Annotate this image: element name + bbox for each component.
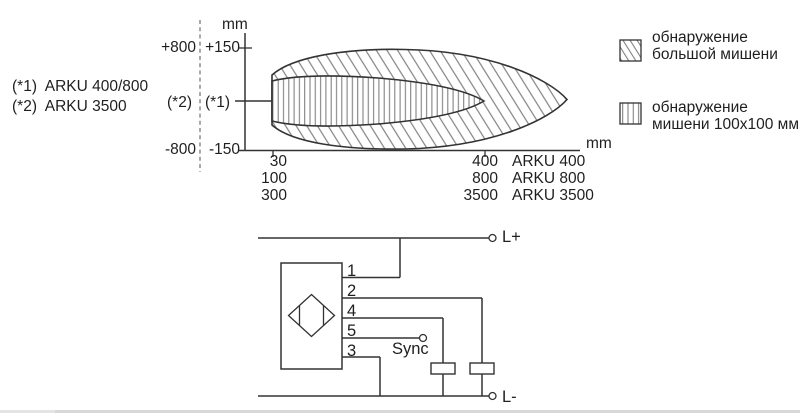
load-resistor-1 bbox=[430, 362, 456, 375]
x-near-tick-300: 300 bbox=[261, 187, 287, 204]
y-axis-unit: mm bbox=[222, 16, 248, 33]
transducer-diamond-icon bbox=[287, 293, 336, 338]
l-plus-terminal bbox=[488, 233, 497, 243]
x-axis-unit: mm bbox=[586, 135, 612, 152]
l-minus-terminal bbox=[488, 391, 497, 401]
model-label-arku-800: ARKU 800 bbox=[512, 170, 586, 187]
x-far-tick-400: 400 bbox=[472, 153, 498, 170]
pin-label-5: 5 bbox=[347, 322, 357, 340]
footnote-arku-400-800: (*1) ARKU 400/800 bbox=[12, 78, 149, 95]
y-inner-top-label: +150 bbox=[205, 39, 240, 56]
x-far-tick-800: 800 bbox=[472, 170, 498, 187]
model-label-arku-3500: ARKU 3500 bbox=[512, 187, 594, 204]
sync-label: Sync bbox=[392, 340, 429, 358]
page-edge-bar bbox=[55, 410, 800, 413]
pin-label-2: 2 bbox=[347, 282, 357, 300]
y-inner-ref-label: (*1) bbox=[205, 94, 230, 111]
y-outer-bottom-label: -800 bbox=[164, 141, 196, 158]
pin-label-1: 1 bbox=[347, 262, 357, 280]
y-outer-ref-label: (*2) bbox=[167, 94, 192, 111]
legend-large-target-line1: обнаружение bbox=[652, 29, 748, 46]
legend-swatch-large-target bbox=[619, 39, 642, 62]
x-far-tick-3500: 3500 bbox=[463, 187, 498, 204]
page-edge-bar-left bbox=[0, 410, 55, 413]
legend-swatch-small-target bbox=[619, 102, 642, 125]
legend-small-target-line1: обнаружение bbox=[652, 99, 748, 116]
sensor-box bbox=[280, 262, 343, 370]
model-label-arku-400: ARKU 400 bbox=[512, 153, 586, 170]
l-minus-label: L- bbox=[502, 388, 517, 406]
beam-zone-small-target bbox=[271, 75, 486, 127]
x-near-tick-30: 30 bbox=[269, 153, 287, 170]
sync-terminal bbox=[418, 333, 428, 343]
pin-label-3: 3 bbox=[347, 342, 357, 360]
x-near-tick-100: 100 bbox=[261, 170, 287, 187]
legend-large-target-line2: большой мишени bbox=[652, 46, 778, 63]
legend-small-target-line2: мишени 100x100 мм bbox=[652, 116, 799, 133]
y-inner-bottom-label: -150 bbox=[208, 141, 240, 158]
pin-label-4: 4 bbox=[347, 302, 357, 320]
footnote-arku-3500: (*2) ARKU 3500 bbox=[12, 98, 127, 115]
load-resistor-2 bbox=[469, 362, 495, 375]
y-outer-top-label: +800 bbox=[161, 39, 196, 56]
l-plus-label: L+ bbox=[502, 228, 521, 246]
